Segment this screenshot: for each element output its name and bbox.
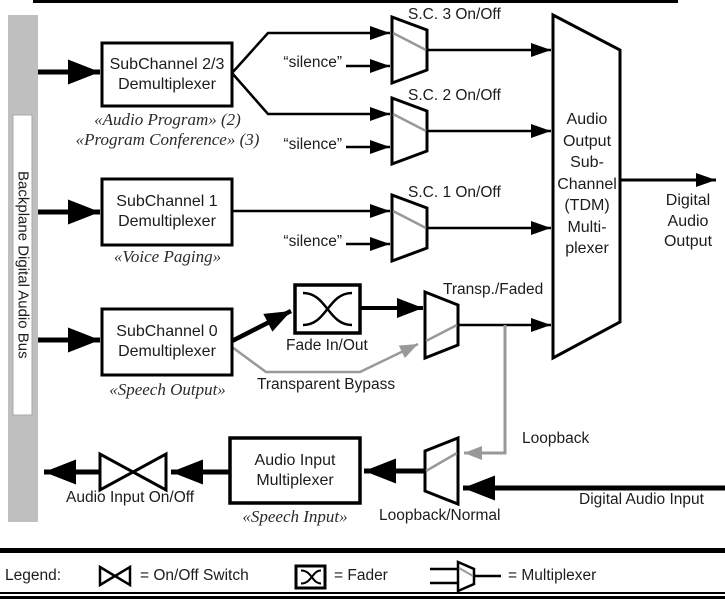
transp-faded-label: Transp./Faded	[443, 281, 544, 298]
demux23-caption-2: «Program Conference» (3)	[75, 130, 260, 149]
demux1-caption: «Voice Paging»	[113, 247, 222, 266]
demux0-box	[100, 307, 234, 377]
mux-loopback-normal-symbol	[423, 435, 460, 507]
mux-sc1-symbol	[390, 192, 429, 264]
mux-sc3-symbol	[390, 14, 429, 86]
mux-selector-lines	[392, 31, 458, 473]
audio-input-onoff-switch-symbol	[98, 451, 168, 493]
input-mux-caption: «Speech Input»	[242, 507, 348, 526]
demux23-to-sc2-line	[231, 72, 390, 121]
bottom-border-line	[0, 596, 725, 599]
demux0-caption: «Speech Output»	[109, 380, 226, 399]
demux23-box	[100, 41, 234, 108]
audio-input-onoff-label: Audio Input On/Off	[66, 489, 195, 506]
mux-transp-faded-symbol	[423, 289, 460, 361]
sc2-onoff-label: S.C. 2 On/Off	[408, 87, 501, 104]
loopback-line	[464, 325, 507, 460]
demux23-caption-1: «Audio Program» (2)	[94, 110, 241, 129]
demux23-title: SubChannel 2/3 Demultiplexer	[109, 55, 225, 93]
top-border-line	[33, 0, 678, 3]
bus-output-arrows	[38, 59, 100, 353]
sc3-onoff-label: S.C. 3 On/Off	[408, 6, 501, 23]
legend-onoff-label: = On/Off Switch	[140, 567, 249, 584]
audio-output-tdm-mux-shape	[551, 12, 622, 361]
legend-onoff-symbol	[98, 564, 132, 588]
demux1-box	[100, 177, 234, 247]
transparent-bypass-line	[231, 342, 419, 374]
loopback-normal-label: Loopback/Normal	[379, 507, 501, 524]
sc1-onoff-label: S.C. 1 On/Off	[408, 184, 501, 201]
backplane-bus-label-box	[12, 114, 33, 416]
silence-label-sc1: “silence”	[283, 233, 342, 250]
legend-fader-symbol	[294, 564, 327, 590]
backplane-bus-label: Backplane Digital Audio Bus	[14, 171, 32, 359]
legend-mux-label: = Multiplexer	[508, 567, 597, 584]
fader-symbol	[293, 283, 362, 335]
digital-audio-input-label: Digital Audio Input	[579, 491, 704, 508]
legend-title: Legend:	[5, 567, 62, 584]
audio-input-mux-title: Audio Input Multiplexer	[254, 451, 336, 489]
legend-mux-symbol	[430, 560, 501, 593]
legend-top-rule	[0, 548, 725, 553]
mux-symbols	[390, 14, 460, 507]
transparent-bypass-label: Transparent Bypass	[257, 376, 396, 393]
silence-label-sc3: “silence”	[283, 54, 342, 71]
fade-inout-label: Fade In/Out	[286, 337, 368, 354]
legend-bottom-rule	[0, 592, 725, 594]
silence-label-sc2: “silence”	[283, 136, 342, 153]
demux0-to-fader-arrow	[230, 308, 293, 344]
demux23-to-sc3-line	[231, 26, 390, 74]
mux-sc2-symbol	[390, 95, 429, 167]
demux1-title: SubChannel 1 Demultiplexer	[116, 193, 218, 230]
audio-input-mux-box	[228, 436, 362, 505]
audio-output-tdm-mux-label: Audio Output Sub- Channel (TDM) Multi- p…	[557, 111, 617, 257]
digital-audio-output-label: Digital Audio Output	[663, 192, 713, 250]
legend-fader-label: = Fader	[334, 567, 388, 584]
loopback-label: Loopback	[522, 430, 590, 447]
demux0-title: SubChannel 0 Demultiplexer	[116, 323, 218, 360]
